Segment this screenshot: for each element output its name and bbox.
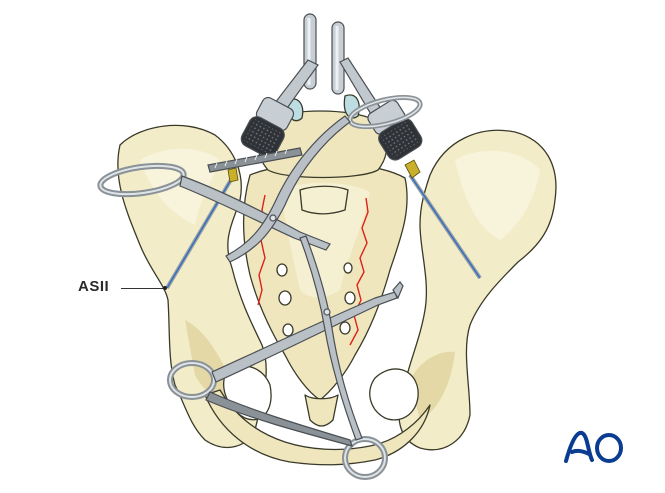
right-sacral-fracture-line [349, 197, 369, 346]
ao-logo-a [564, 430, 594, 463]
coccyx [304, 394, 339, 427]
ao-logo: AO [564, 430, 623, 463]
ao-logo-o [595, 433, 623, 463]
curved-ratchet-bar [205, 391, 353, 447]
drill-sleeves [240, 13, 423, 161]
asii-leader-line [121, 288, 165, 289]
asii-leader-dot [163, 286, 167, 290]
asii-label: ASII [78, 278, 110, 295]
upper-reduction-clamp [97, 94, 423, 263]
lower-reduction-clamp [167, 235, 404, 480]
pubic-ring [204, 389, 431, 466]
left-drill-sleeve [240, 96, 295, 158]
pelvis-bones [117, 94, 557, 466]
